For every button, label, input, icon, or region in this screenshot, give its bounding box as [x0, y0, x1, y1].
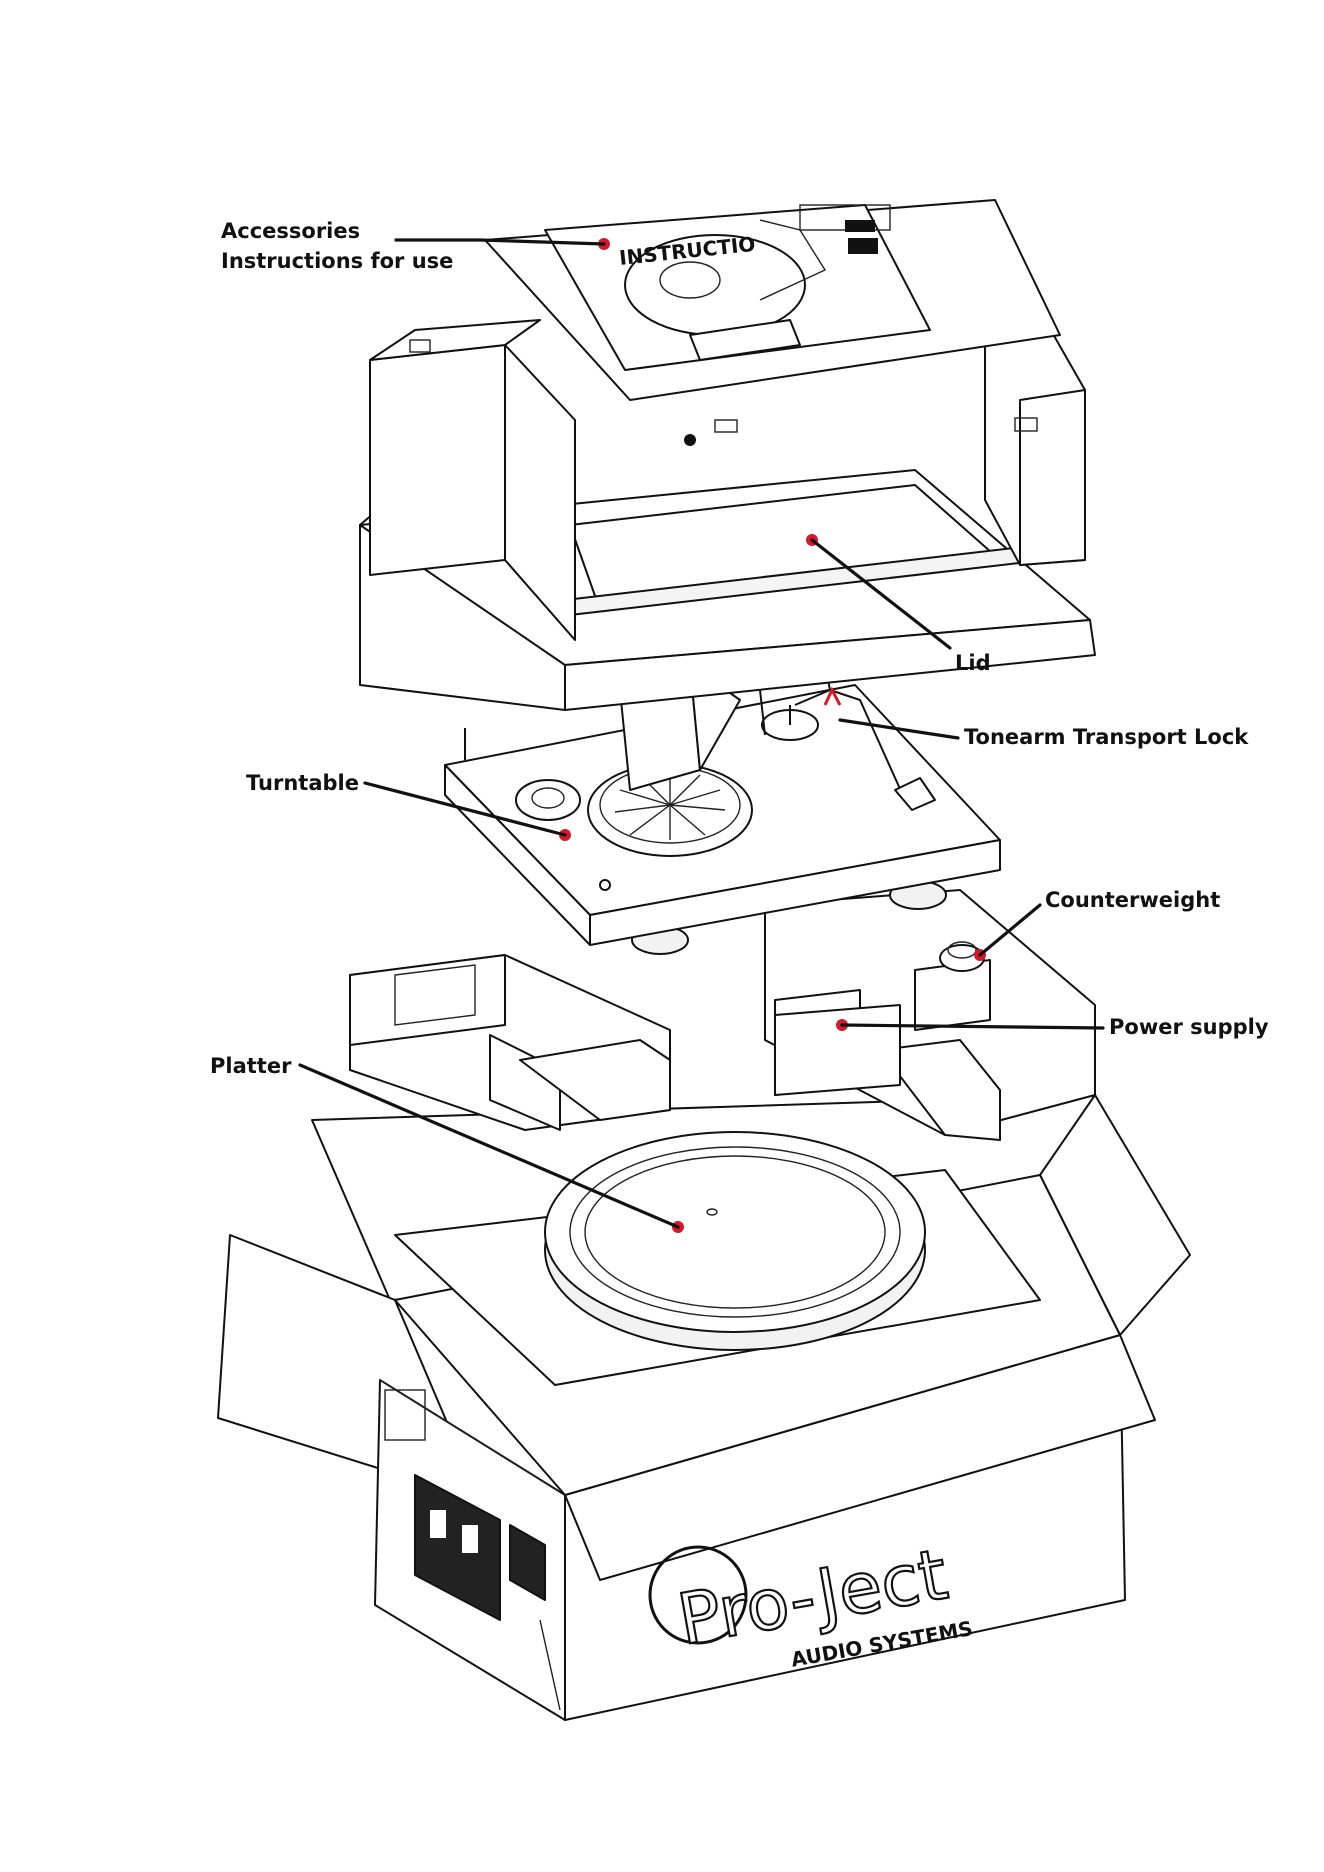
foam-insert-right: [765, 890, 1095, 1140]
label-accessories: Accessories: [221, 219, 360, 243]
label-turntable: Turntable: [246, 771, 359, 795]
label-platter: Platter: [210, 1054, 292, 1078]
label-instructions: Instructions for use: [221, 249, 453, 273]
label-power-supply: Power supply: [1109, 1015, 1269, 1039]
label-tonearm-transport-lock: Tonearm Transport Lock: [964, 725, 1249, 749]
label-counterweight: Counterweight: [1045, 888, 1220, 912]
label-lid: Lid: [955, 651, 991, 675]
accessories-tray: INSTRUCTIO: [485, 200, 1060, 400]
foam-insert-left: [350, 955, 670, 1130]
